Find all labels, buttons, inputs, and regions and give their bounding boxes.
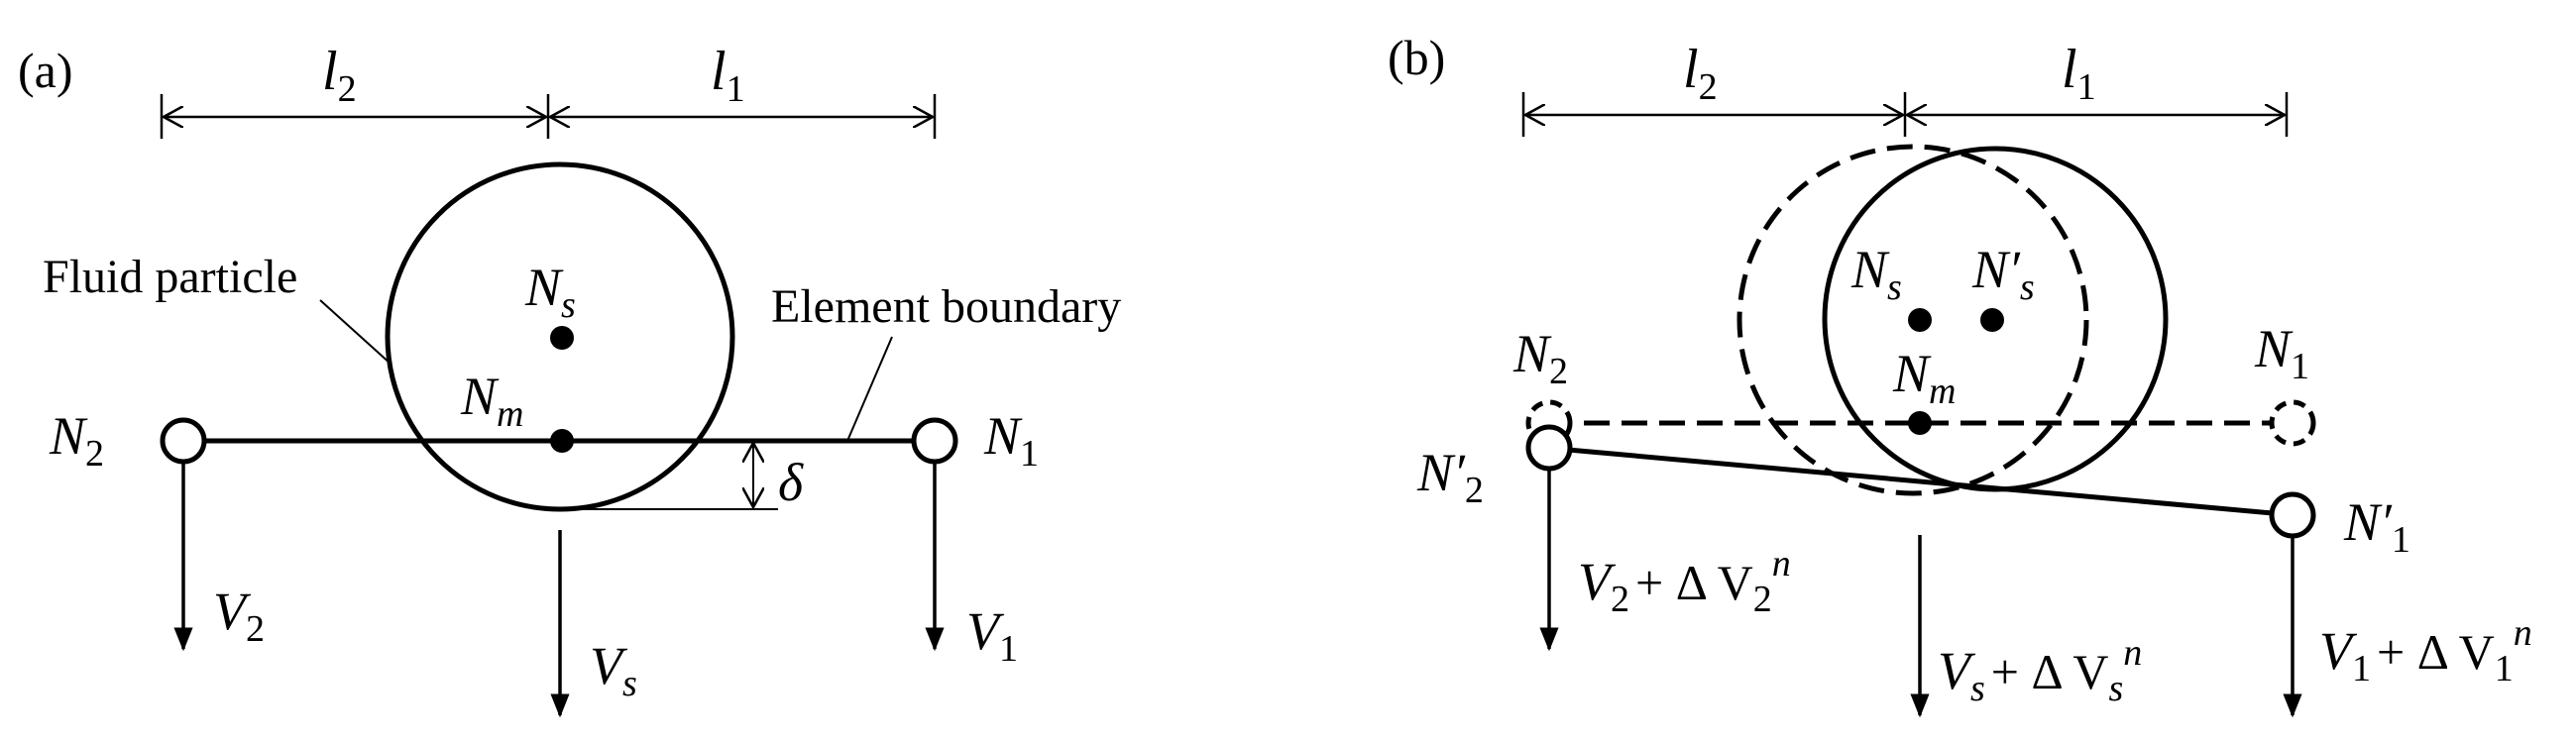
node-n2-circle xyxy=(160,417,207,465)
dim-b-l1-label: l1 xyxy=(2062,39,2096,108)
b-n2-label: N2 xyxy=(1512,324,1568,392)
vs-label: Vs xyxy=(590,636,637,704)
fluid-particle-label: Fluid particle xyxy=(43,251,297,303)
original-node-n1-dashed xyxy=(2269,399,2316,447)
v2-label: V2 xyxy=(213,582,265,650)
panel-b-label: (b) xyxy=(1388,30,1445,85)
displaced-boundary-line xyxy=(1567,447,2274,516)
n1-label: N1 xyxy=(983,406,1039,475)
fluid-particle-leader xyxy=(319,299,392,366)
element-boundary-leader xyxy=(846,336,893,442)
panel-b: (b) l2 l1 Ns N′s Nm N2 N1 N′2 N′1 xyxy=(1388,30,2532,718)
b-ns-label: Ns xyxy=(1850,240,1902,308)
n2-label: N2 xyxy=(49,406,104,475)
b-nps-label: N′s xyxy=(1971,240,2035,308)
b-v2-label: V2+ Δ V2n xyxy=(1578,543,1791,620)
original-particle-circle-dashed xyxy=(1736,144,2089,496)
panel-a-label: (a) xyxy=(18,43,73,98)
v1-label: V1 xyxy=(966,601,1018,670)
b-v1-label: V1+ Δ V1n xyxy=(2319,612,2532,690)
element-boundary-label: Element boundary xyxy=(771,280,1121,333)
b-vs-label: Vs+ Δ Vsn xyxy=(1938,632,2142,709)
node-n1-circle xyxy=(911,417,958,465)
ns-label: Ns xyxy=(524,258,576,326)
point-b-nm-dot xyxy=(1908,411,1932,435)
nm-label: Nm xyxy=(460,367,523,435)
b-np1-label: N′1 xyxy=(2343,492,2410,561)
point-ns-dot xyxy=(550,326,574,350)
dim-l1-label: l1 xyxy=(711,41,745,110)
dim-b-l2-label: l2 xyxy=(1683,39,1718,108)
point-nm-dot xyxy=(550,429,574,453)
displaced-node-n1-circle xyxy=(2269,491,2316,539)
point-b-ns-dot xyxy=(1908,308,1932,332)
panel-a: (a) l2 l1 Ns Nm N2 N1 Fluid particle Ele… xyxy=(18,41,1121,718)
b-n1-label: N1 xyxy=(2254,319,2309,387)
delta-label: δ xyxy=(778,453,804,512)
b-np2-label: N′2 xyxy=(1416,443,1484,511)
point-b-nps-dot xyxy=(1980,308,2004,332)
displaced-node-n2-circle xyxy=(1525,424,1573,472)
b-nm-label: Nm xyxy=(1892,344,1956,412)
dim-l2-label: l2 xyxy=(322,41,357,110)
